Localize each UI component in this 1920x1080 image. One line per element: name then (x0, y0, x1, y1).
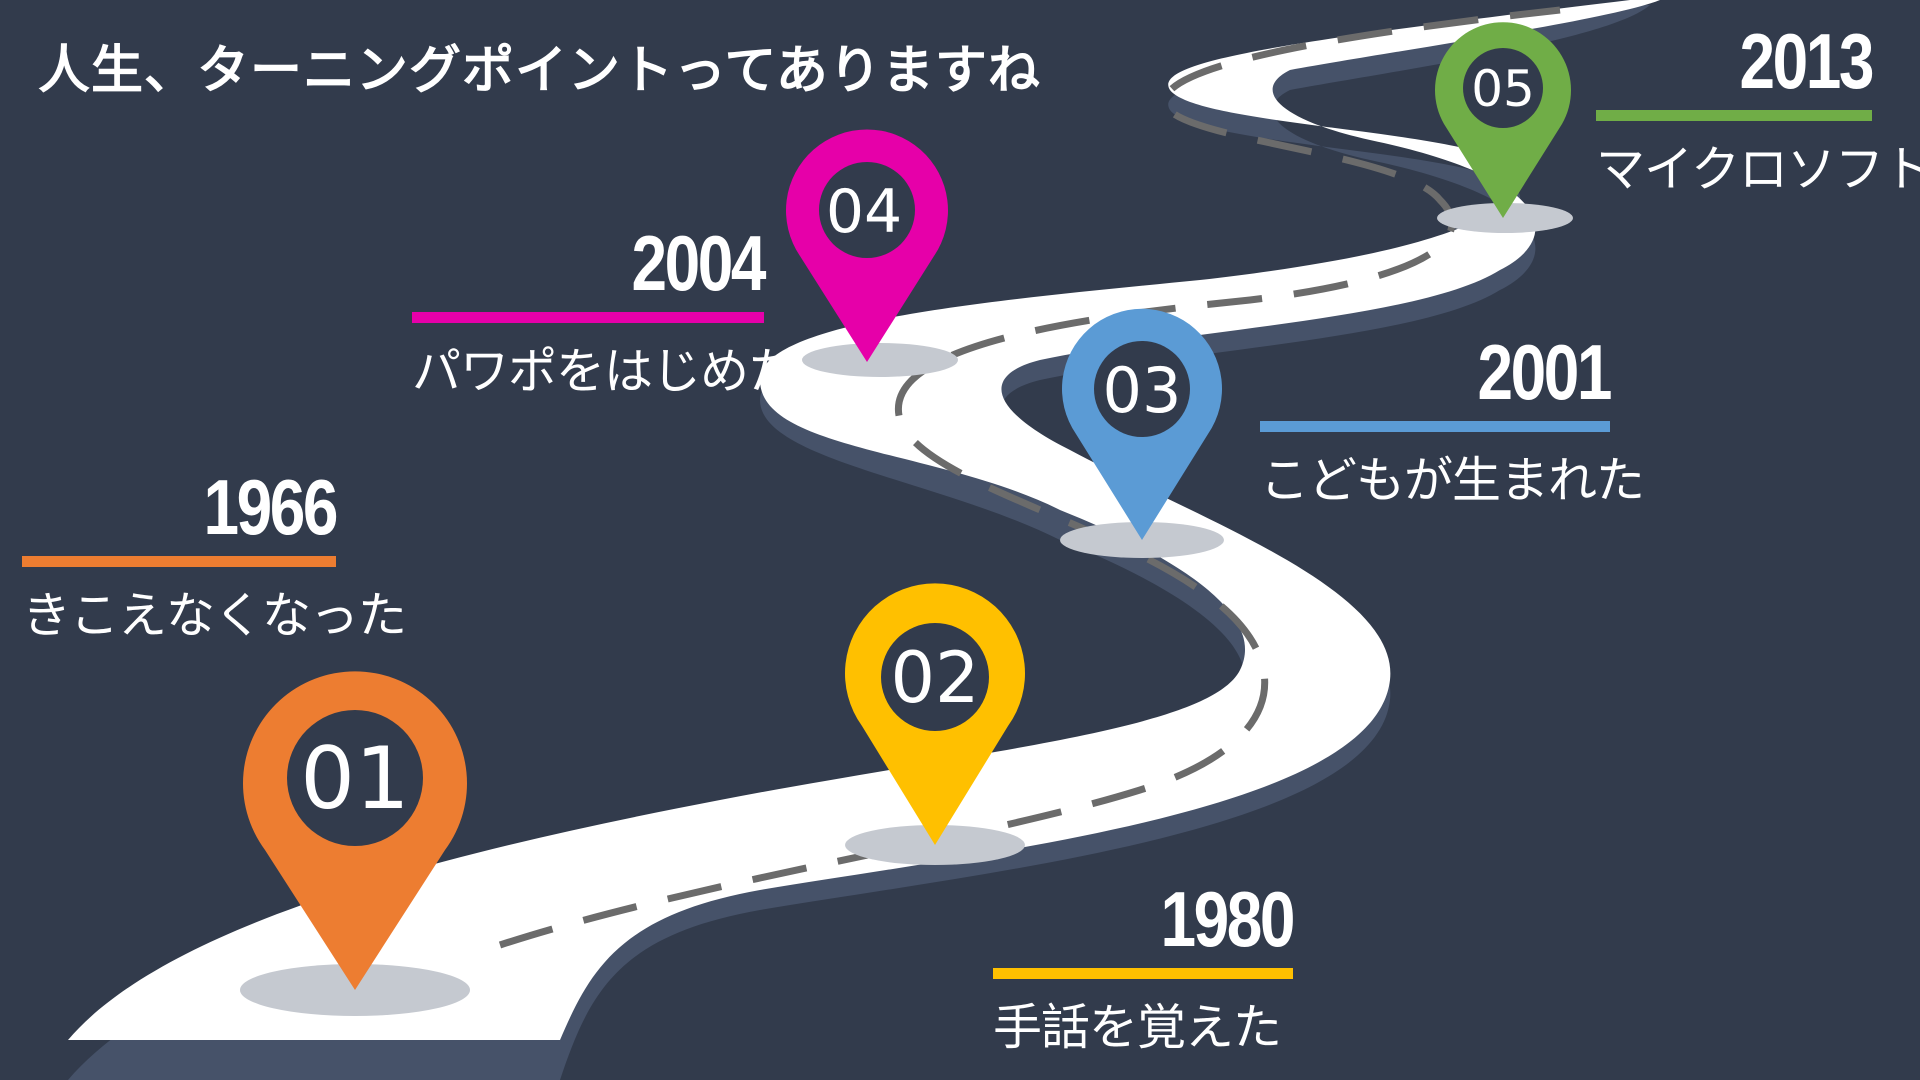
pin-01-inner-circle (287, 710, 423, 846)
milestone-05-year: 2013 (1739, 17, 1875, 105)
milestone-04: 2004 パワポをはじめた (412, 219, 797, 400)
milestone-02-bar (993, 968, 1293, 979)
pin-01-number: 01 (300, 729, 409, 829)
pin-03-inner-circle (1094, 341, 1190, 437)
milestone-05-bar (1596, 110, 1872, 121)
pin-05-inner-circle (1463, 48, 1543, 128)
milestone-05-event: マイクロソフト (1596, 141, 1920, 198)
milestone-03-bar (1260, 421, 1610, 432)
pin-03-number: 03 (1103, 354, 1182, 427)
milestone-02: 1980 手話を覚えた (993, 875, 1296, 1056)
pin-04[interactable]: 04 (786, 129, 958, 377)
pin-05-shadow (1437, 203, 1573, 233)
pin-02-inner-circle (881, 623, 989, 731)
pin-04-number: 04 (826, 177, 902, 247)
milestone-02-year: 1980 (1160, 875, 1296, 963)
pin-04-shadow (802, 343, 958, 377)
pin-05-number: 05 (1471, 60, 1535, 118)
pin-04-inner-circle (819, 162, 915, 258)
pin-01[interactable]: 01 (240, 671, 470, 1016)
milestone-01-event: きこえなくなった (22, 587, 407, 644)
slide-title: 人生、ターニングポイントってありますね (38, 41, 1041, 101)
pin-02-number: 02 (890, 637, 979, 719)
pin-05[interactable]: 05 (1435, 22, 1573, 233)
milestone-01-year: 1966 (203, 463, 339, 551)
road-surface (68, 0, 1660, 1040)
road-center-line (498, 6, 1561, 949)
milestone-03-event: こどもが生まれた (1260, 452, 1645, 509)
pin-02[interactable]: 02 (845, 583, 1026, 865)
pin-03[interactable]: 03 (1060, 308, 1224, 558)
milestone-05: 2013 マイクロソフト (1596, 17, 1920, 198)
milestone-04-event: パワポをはじめた (412, 343, 797, 400)
milestone-03-year: 2001 (1477, 328, 1613, 416)
milestone-02-event: 手話を覚えた (993, 999, 1282, 1056)
milestone-04-year: 2004 (631, 219, 767, 307)
milestone-03: 2001 こどもが生まれた (1260, 328, 1645, 509)
milestone-04-bar (412, 312, 764, 323)
milestone-01: 1966 きこえなくなった (22, 463, 407, 644)
milestone-01-bar (22, 556, 336, 567)
